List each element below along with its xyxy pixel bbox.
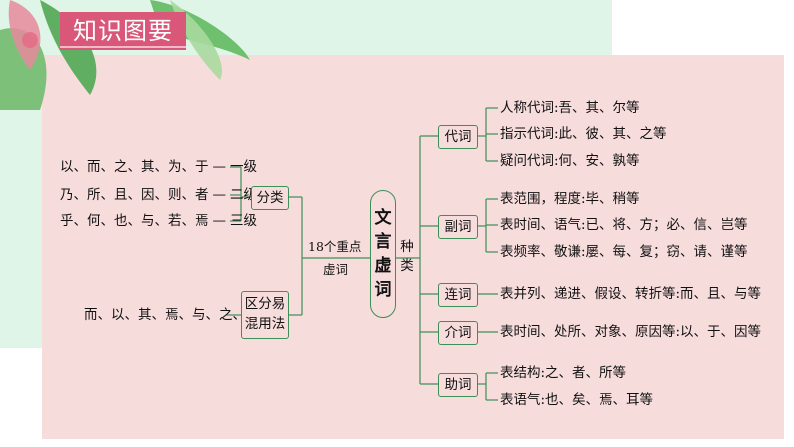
node-conjunction: 连词 — [438, 283, 478, 307]
node-classify: 分类 — [251, 186, 289, 210]
page-title: 知识图要 — [60, 12, 186, 50]
node-distinguish: 区分易混用法 — [241, 291, 289, 339]
leaf-item: 表范围，程度:毕、稍等 — [500, 191, 640, 207]
content-panel — [42, 55, 784, 439]
node-adverb: 副词 — [438, 215, 478, 239]
leaf-item: 表语气:也、矣、焉、耳等 — [500, 392, 654, 408]
root-label-line2: 虚词 — [323, 262, 349, 277]
leaf-item: 表时间、处所、对象、原因等:以、于、因等 — [500, 324, 762, 340]
distinguish-words: 而、以、其、焉、与、之、者 — [84, 307, 260, 323]
node-particle: 助词 — [438, 373, 478, 397]
leaf-decoration-icon — [0, 0, 250, 110]
leaf-item: 表并列、递进、假设、转折等:而、且、与等 — [500, 286, 762, 302]
leaf-item: 疑问代词:何、安、孰等 — [500, 153, 640, 169]
level-row: 乎、何、也、与、若、焉—三级 — [60, 213, 257, 229]
leaf-item: 指示代词:此、彼、其、之等 — [500, 126, 667, 142]
node-preposition: 介词 — [438, 321, 478, 345]
node-center-wenyan-xuci: 文 言 虚 词 — [370, 190, 396, 318]
leaf-item: 表结构:之、者、所等 — [500, 365, 627, 381]
root-label-line1: 18个重点 — [308, 239, 362, 254]
level-row: 以、而、之、其、为、于—一级 — [60, 159, 257, 175]
node-pronoun: 代词 — [438, 125, 478, 149]
kinds-label: 种类 — [400, 239, 414, 274]
leaf-item: 人称代词:吾、其、尔等 — [500, 100, 640, 116]
leaf-item: 表时间、语气:已、将、方；必、信、岂等 — [500, 217, 748, 233]
leaf-item: 表频率、敬谦:屡、每、复；窃、请、谨等 — [500, 244, 748, 260]
level-row: 乃、所、且、因、则、者—二级 — [60, 187, 257, 203]
